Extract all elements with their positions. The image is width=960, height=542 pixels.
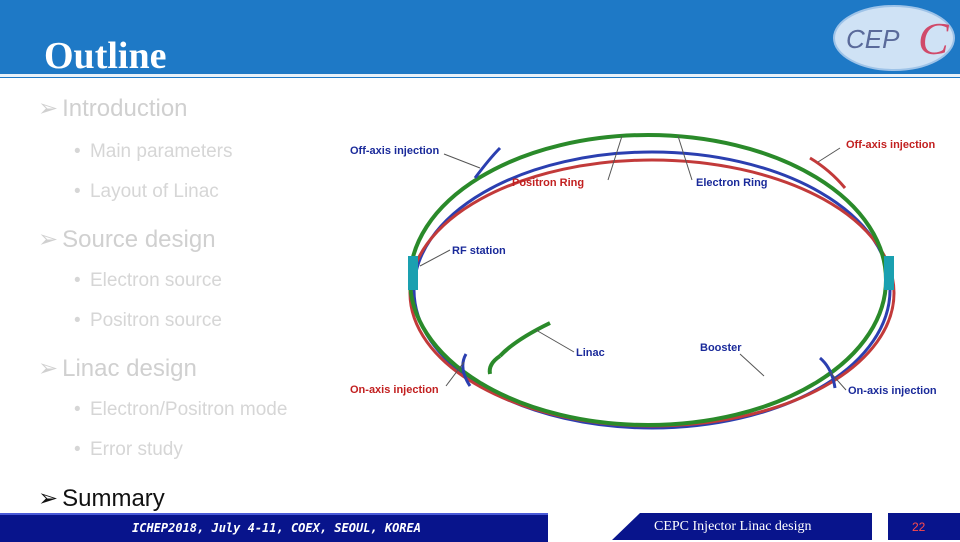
- outline-item-electron-positron-mode: • Electron/Positron mode: [74, 399, 288, 420]
- footer-page-number-box: 22: [888, 513, 960, 540]
- label-booster: Booster: [700, 342, 742, 354]
- label-on-axis-right: On-axis injection: [848, 385, 937, 397]
- label-rf-station: RF station: [452, 245, 506, 257]
- rf-station-left: [408, 256, 418, 290]
- outline-item-positron-source: • Positron source: [74, 310, 222, 331]
- outline-item-electron-source: • Electron source: [74, 270, 222, 291]
- footer-talk-title: CEPC Injector Linac design: [654, 519, 812, 534]
- label-linac: Linac: [576, 347, 605, 359]
- label-off-axis-left: Off-axis injection: [350, 145, 440, 157]
- linac-line: [498, 321, 551, 358]
- logo-text: CEP: [846, 24, 900, 54]
- outline-item-layout-of-linac: • Layout of Linac: [74, 181, 219, 202]
- slide-header: [0, 0, 960, 78]
- logo-letter: C: [918, 13, 950, 64]
- outline-section-linac-design: ➢Linac design: [38, 355, 197, 382]
- outline-section-introduction: ➢Introduction: [38, 95, 188, 122]
- cepc-ring-layout-diagram: Off-axis injection Positron Ring Electro…: [350, 133, 937, 430]
- booster-ring: [408, 133, 888, 427]
- footer-talk-bar: CEPC Injector Linac design: [612, 513, 872, 540]
- outline-item-error-study: • Error study: [74, 439, 183, 460]
- label-on-axis-left: On-axis injection: [350, 384, 439, 396]
- slide-title: Outline: [44, 35, 167, 77]
- cepc-logo: CEP C: [833, 5, 955, 71]
- outline-section-source-design: ➢Source design: [38, 226, 216, 253]
- header-rule: [0, 74, 960, 77]
- page-number: 22: [912, 520, 926, 534]
- rf-station-right: [884, 256, 894, 290]
- footer-conference-bar: ICHEP2018, July 4-11, COEX, SEOUL, KOREA: [0, 513, 548, 542]
- label-positron-ring: Positron Ring: [512, 177, 584, 189]
- footer-conference-text: ICHEP2018, July 4-11, COEX, SEOUL, KOREA: [132, 521, 421, 535]
- outline-section-summary: ➢Summary: [38, 485, 165, 512]
- label-electron-ring: Electron Ring: [696, 177, 768, 189]
- outline-item-main-parameters: • Main parameters: [74, 141, 233, 162]
- label-off-axis-right: Off-axis injection: [846, 139, 936, 151]
